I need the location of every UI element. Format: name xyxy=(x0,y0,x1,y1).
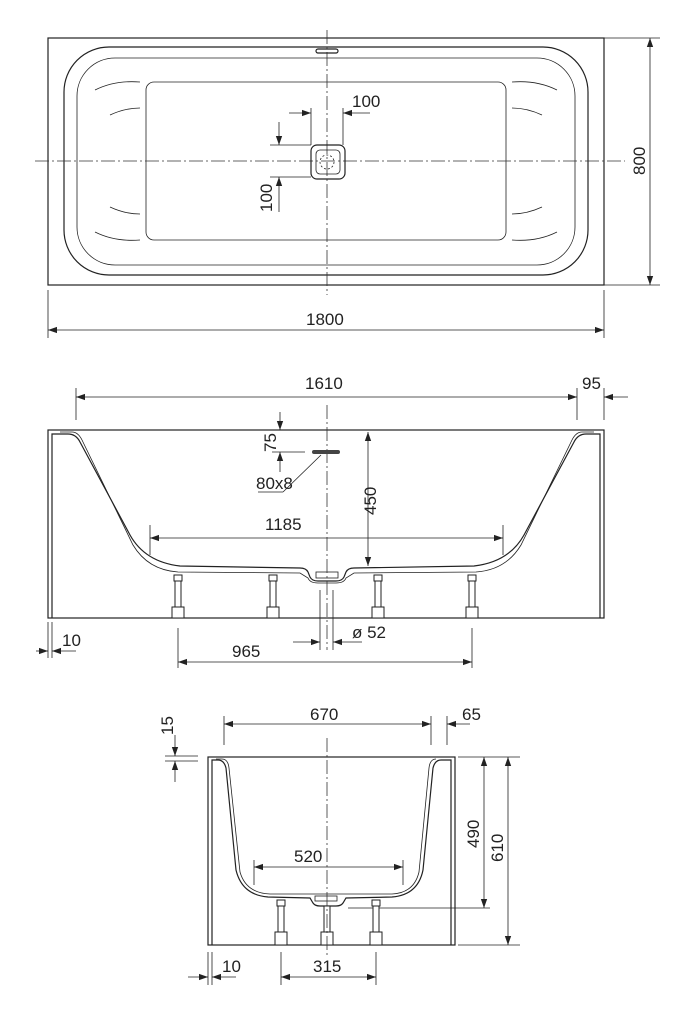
leader-80x8 xyxy=(258,454,322,493)
leg xyxy=(266,574,280,619)
rim-inner xyxy=(76,57,576,266)
dim-leg-span-315: 315 xyxy=(313,957,341,976)
end-view: 670 65 15 490 610 520 10 315 xyxy=(158,705,520,985)
top-outline xyxy=(47,37,605,286)
dim-overflow-75: 75 xyxy=(261,433,280,452)
end-shell-inner xyxy=(216,758,437,895)
legs xyxy=(171,574,479,619)
headrest-contours xyxy=(94,81,558,241)
end-legs xyxy=(274,899,383,946)
dim-inner-length-1610: 1610 xyxy=(305,374,343,393)
overflow-slot-side xyxy=(312,450,340,454)
dim-depth-450: 450 xyxy=(361,487,380,515)
top-view: 100 100 800 1800 xyxy=(35,30,660,338)
dim-drain-x: 100 xyxy=(352,92,380,111)
shell-outer xyxy=(51,433,601,618)
leg xyxy=(274,899,288,946)
leg xyxy=(171,574,185,619)
dim-inner-width-670: 670 xyxy=(310,705,338,724)
dim-drain-y: 100 xyxy=(257,184,276,212)
dim-overflow-size: 80x8 xyxy=(256,474,293,493)
dim-leg-span-965: 965 xyxy=(232,642,260,661)
leg xyxy=(369,899,383,946)
end-outline xyxy=(207,756,456,946)
side-outline xyxy=(47,429,605,619)
dim-floor-520: 520 xyxy=(294,847,322,866)
overflow-slot xyxy=(315,48,339,54)
dim-depth-490: 490 xyxy=(464,820,483,848)
dim-floor-1185: 1185 xyxy=(265,515,302,534)
dim-depth-800: 800 xyxy=(630,147,649,175)
dim-top-offset-15: 15 xyxy=(158,716,177,735)
drain-hole xyxy=(319,154,335,170)
dim-height-610: 610 xyxy=(488,834,507,862)
end-shell-outer xyxy=(211,759,452,945)
dim-drain-diameter: ø 52 xyxy=(352,623,386,642)
dim-width-1800: 1800 xyxy=(306,310,344,329)
side-view: 1610 95 75 80x8 450 1185 10 ø 52 965 xyxy=(36,374,628,668)
leg xyxy=(465,574,479,619)
dim-wall-10-side: 10 xyxy=(62,631,81,650)
leg xyxy=(371,574,385,619)
dim-rim-95: 95 xyxy=(582,374,601,393)
drain xyxy=(310,144,346,180)
dim-rim-65: 65 xyxy=(462,705,481,724)
dim-wall-10-end: 10 xyxy=(222,957,241,976)
